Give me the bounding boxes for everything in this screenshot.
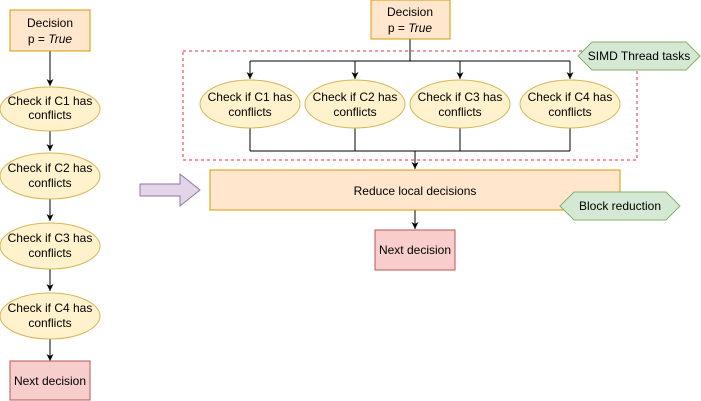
parallel-flow: Decision p = True Check if C1 has confli… [182, 0, 701, 271]
parallel-check-node-c4: Check if C4 has conflicts [519, 79, 621, 129]
simd-tag: SIMD Thread tasks [577, 41, 701, 71]
decision-node: Decision p = True [9, 9, 91, 52]
next-decision-node: Next decision [9, 360, 91, 401]
check-label-line2: conflicts [333, 105, 376, 119]
next-decision-label: Next decision [379, 243, 451, 257]
transform-arrow [139, 172, 201, 208]
block-reduction-label: Block reduction [579, 199, 661, 213]
check-label-line1: Check if C2 has [313, 90, 398, 104]
check-node-c3: Check if C3 has conflicts [0, 222, 101, 270]
check-label-line1: Check if C4 has [528, 90, 613, 104]
next-decision-node: Next decision [374, 229, 456, 271]
reduce-node: Reduce local decisions [209, 169, 621, 211]
check-label-line1: Check if C1 has [208, 90, 293, 104]
decision-title: Decision [27, 16, 73, 30]
check-label-line1: Check if C4 has [8, 301, 93, 315]
decision-condition: p = True [388, 21, 432, 35]
check-label-line2: conflicts [28, 246, 71, 260]
decision-condition: p = True [28, 32, 72, 46]
decision-node: Decision p = True [370, 0, 451, 40]
next-decision-label: Next decision [14, 374, 86, 388]
check-label-line2: conflicts [228, 105, 271, 119]
check-label-line1: Check if C1 has [8, 94, 93, 108]
check-label-line1: Check if C3 has [8, 231, 93, 245]
check-label-line2: conflicts [28, 316, 71, 330]
simd-tag-label: SIMD Thread tasks [588, 49, 690, 63]
block-reduction-tag: Block reduction [559, 191, 681, 221]
check-label-line1: Check if C2 has [8, 161, 93, 175]
check-label-line2: conflicts [28, 108, 71, 122]
reduce-label: Reduce local decisions [354, 184, 477, 198]
parallel-check-node-c1: Check if C1 has conflicts [199, 79, 301, 129]
check-label-line2: conflicts [28, 176, 71, 190]
sequential-flow: Decision p = True Check if C1 has confli… [0, 9, 101, 401]
parallel-check-node-c2: Check if C2 has conflicts [304, 79, 406, 129]
check-node-c1: Check if C1 has conflicts [0, 86, 101, 132]
parallel-check-node-c3: Check if C3 has conflicts [409, 79, 511, 129]
check-label-line2: conflicts [548, 105, 591, 119]
check-label-line1: Check if C3 has [418, 90, 503, 104]
check-node-c2: Check if C2 has conflicts [0, 152, 101, 200]
check-node-c4: Check if C4 has conflicts [0, 292, 101, 340]
check-label-line2: conflicts [438, 105, 481, 119]
decision-title: Decision [387, 5, 433, 19]
